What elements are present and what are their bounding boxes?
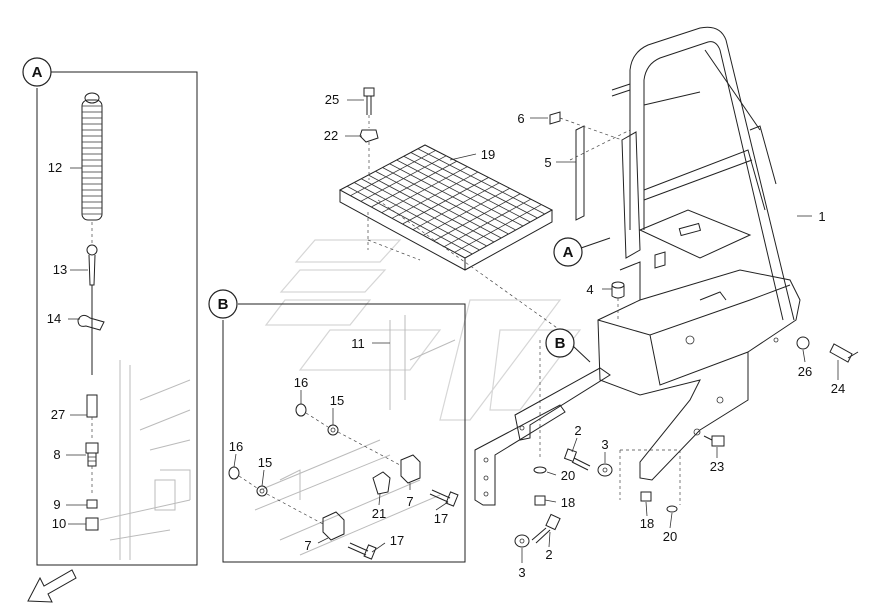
label-17a: 17 (434, 511, 448, 526)
bolt-part-2b (531, 513, 561, 544)
label-4: 4 (586, 282, 593, 297)
washer-part-26 (796, 336, 810, 350)
callout-a-frame: A (553, 237, 611, 267)
washer-part-15b (256, 485, 268, 497)
label-18b: 18 (640, 516, 654, 531)
grating-bar (417, 148, 545, 215)
bolt-part-25 (363, 87, 375, 115)
label-7a: 7 (406, 494, 413, 509)
detail-b-frame: B (208, 289, 466, 563)
label-22: 22 (324, 128, 338, 143)
label-27: 27 (51, 407, 65, 422)
step-grating-part-19 (338, 144, 554, 271)
buffer-part-4 (611, 281, 625, 299)
label-20a: 20 (561, 468, 575, 483)
label-2b: 2 (545, 547, 552, 562)
washer-part-20b (666, 505, 678, 513)
label-20b: 20 (663, 529, 677, 544)
nut-part-9 (86, 499, 98, 509)
lower-bracket (474, 367, 611, 506)
block-part-7a (400, 454, 421, 484)
nut-part-10 (85, 517, 99, 531)
direction-arrow-icon (27, 569, 77, 603)
callout-b-detail-circle (208, 289, 238, 319)
label-18a: 18 (561, 495, 575, 510)
fitting-part-8 (85, 442, 99, 467)
pin-part-24 (829, 343, 859, 363)
label-12: 12 (48, 160, 62, 175)
label-11: 11 (351, 336, 365, 351)
nut-part-21 (372, 471, 391, 495)
detail-a-frame: A (22, 57, 198, 566)
bracket-part (621, 131, 641, 259)
label-2a: 2 (574, 423, 581, 438)
nut-part-18a (534, 495, 546, 506)
bolt-part-2a (563, 448, 591, 471)
label-10: 10 (52, 516, 66, 531)
label-15a: 15 (330, 393, 344, 408)
nut-part-18b (640, 491, 652, 502)
screw-part-6 (549, 111, 561, 125)
label-24: 24 (831, 381, 845, 396)
side-rail-part-5 (575, 125, 585, 221)
sleeve-part-27 (86, 394, 98, 418)
label-14: 14 (47, 311, 61, 326)
label-13: 13 (53, 262, 67, 277)
label-21: 21 (372, 506, 386, 521)
label-25: 25 (325, 92, 339, 107)
label-17b: 17 (390, 533, 404, 548)
label-5: 5 (544, 155, 551, 170)
label-23: 23 (710, 459, 724, 474)
label-1: 1 (818, 209, 825, 224)
clip-part-14 (77, 314, 105, 331)
callout-b-detail: B (218, 296, 229, 313)
clip-part-22 (359, 129, 379, 143)
label-19: 19 (481, 147, 495, 162)
grating-bar (454, 204, 542, 253)
bolt-part-17a (429, 489, 459, 507)
label-7b: 7 (304, 538, 311, 553)
svg-text:A: A (563, 244, 574, 261)
washer-part-3b (514, 534, 530, 548)
label-15b: 15 (258, 455, 272, 470)
bolt-part-17b (347, 542, 377, 560)
rod-part-13 (86, 244, 98, 375)
svg-text:B: B (555, 335, 566, 352)
callout-a-detail-circle (22, 57, 52, 87)
washer-part-3a (597, 463, 613, 477)
callout-b-frame: B (545, 328, 591, 363)
label-8: 8 (53, 447, 60, 462)
bolt-part-23 (703, 435, 725, 447)
label-16b: 16 (229, 439, 243, 454)
label-6: 6 (517, 111, 524, 126)
ladder-frame-part-1 (597, 26, 801, 481)
label-26: 26 (798, 364, 812, 379)
block-part-7b (322, 511, 345, 541)
washer-part-15a (327, 424, 339, 436)
callout-a-detail: A (32, 64, 43, 81)
grating-bar (443, 198, 532, 248)
watermark-logo (264, 239, 582, 421)
washer-part-20a (533, 466, 547, 474)
label-16a: 16 (294, 375, 308, 390)
spacer-part-16a (295, 403, 307, 417)
spring-part-12 (81, 92, 103, 221)
spacer-part-16b (228, 466, 240, 480)
label-9: 9 (53, 497, 60, 512)
label-3b: 3 (518, 565, 525, 580)
label-3a: 3 (601, 437, 608, 452)
